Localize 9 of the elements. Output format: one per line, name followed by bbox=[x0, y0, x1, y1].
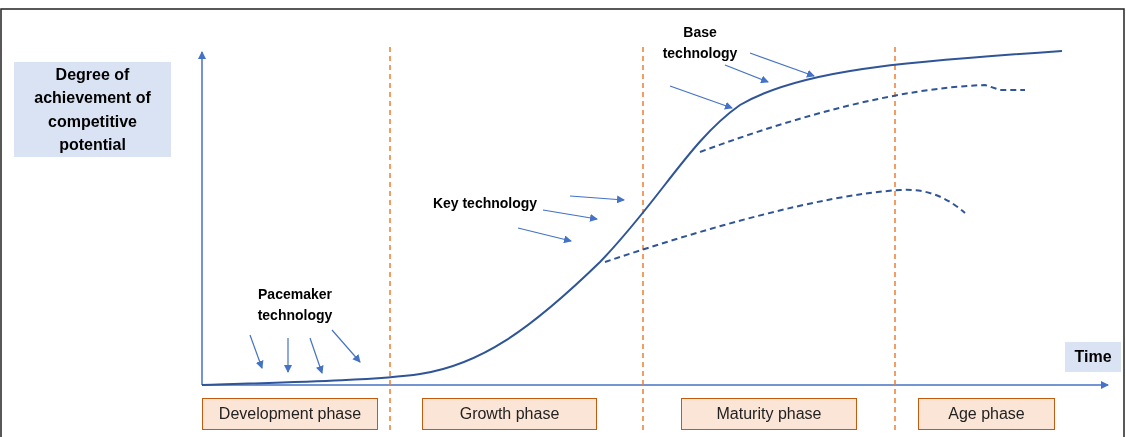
technology-label: Pacemaker technology bbox=[256, 285, 334, 325]
phase-box: Development phase bbox=[202, 398, 378, 430]
technology-label: Key technology bbox=[431, 194, 539, 213]
phase-box: Age phase bbox=[918, 398, 1055, 430]
axis-label: Degree of achievement of competitive potential bbox=[14, 62, 171, 157]
phase-box: Maturity phase bbox=[681, 398, 857, 430]
technology-label: Base technology bbox=[661, 23, 739, 63]
phase-box: Growth phase bbox=[422, 398, 597, 430]
axis-label: Time bbox=[1065, 342, 1121, 372]
